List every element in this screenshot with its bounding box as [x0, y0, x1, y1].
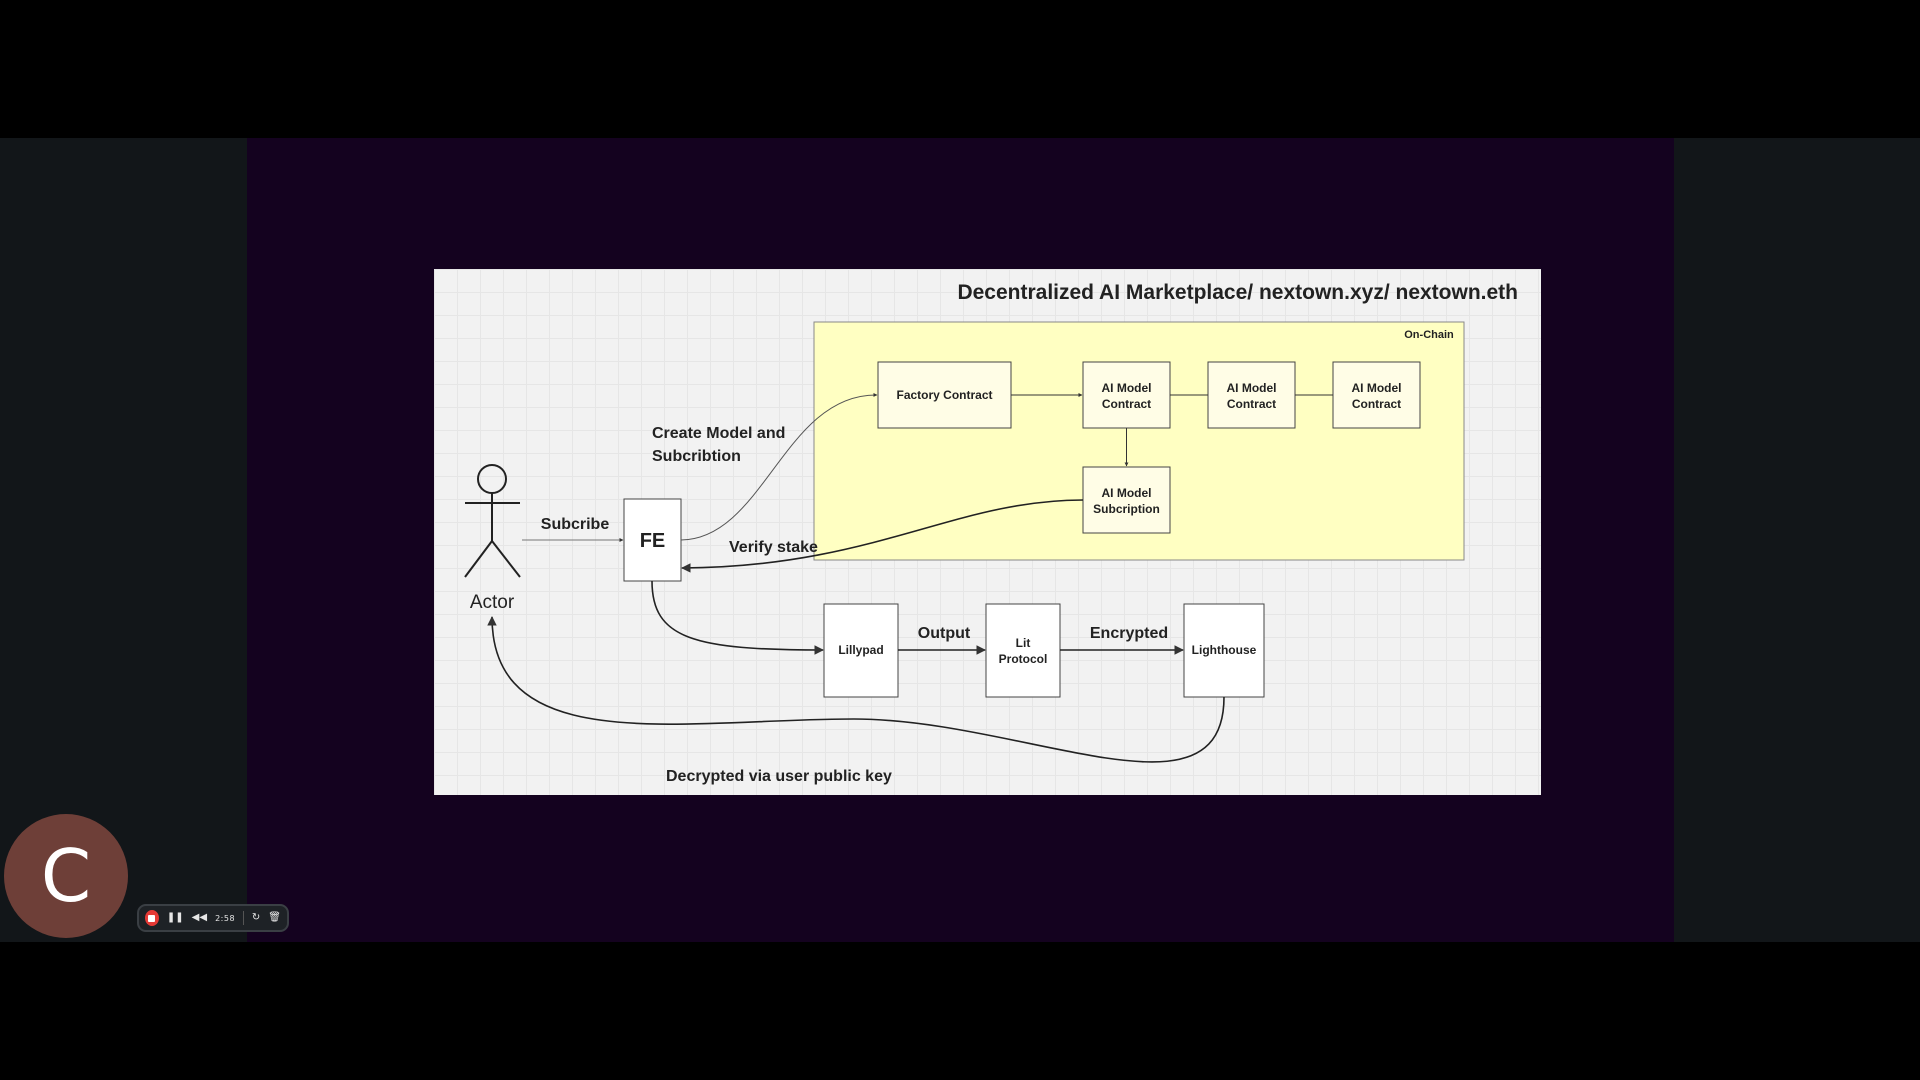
output-label: Output — [918, 625, 971, 642]
actor-label: Actor — [470, 592, 515, 613]
ai-model-contract-3-line1: AI Model — [1352, 381, 1402, 395]
ai-model-contract-3-line2: Contract — [1352, 397, 1401, 411]
subscribe-label: Subcribe — [541, 516, 610, 533]
lit-protocol-line2: Protocol — [999, 652, 1048, 666]
ai-model-contract-box-2[interactable] — [1207, 361, 1296, 429]
control-divider — [243, 911, 244, 925]
lit-protocol-line1: Lit — [1016, 636, 1031, 650]
create-model-arrow — [680, 392, 878, 541]
decrypted-label: Decrypted via user public key — [666, 768, 892, 785]
create-model-label-line2: Subcribtion — [652, 448, 741, 465]
lillypad-box[interactable] — [823, 603, 899, 698]
ai-model-contract-1-line2: Contract — [1102, 397, 1151, 411]
architecture-diagram: Decentralized AI Marketplace/ nextown.xy… — [464, 281, 1518, 785]
ai-model-subscription-line2: Subcription — [1093, 502, 1160, 516]
ai-model-subscription-box[interactable] — [1082, 466, 1171, 534]
decrypted-arrow — [487, 616, 1225, 763]
rewind-icon[interactable]: ◀◀ — [191, 912, 208, 923]
fe-to-lillypad-arrow — [651, 580, 824, 655]
encrypted-label: Encrypted — [1090, 625, 1168, 642]
fe-box[interactable] — [623, 498, 682, 582]
diagram-title: Decentralized AI Marketplace/ nextown.xy… — [957, 281, 1518, 304]
avatar-letter: C — [40, 834, 92, 918]
right-side-panel — [1674, 138, 1920, 942]
pause-icon[interactable]: ❚❚ — [166, 912, 184, 923]
stop-icon — [148, 914, 156, 922]
ai-model-subscription-line1: AI Model — [1102, 486, 1152, 500]
recording-timer: 2:58 — [215, 913, 236, 923]
lit-protocol-box[interactable] — [985, 603, 1061, 698]
ai-model-contract-2-line1: AI Model — [1227, 381, 1277, 395]
factory-contract-label: Factory Contract — [896, 388, 992, 402]
verify-stake-arrow — [681, 499, 1084, 573]
lillypad-label: Lillypad — [838, 643, 883, 657]
stop-recording-button[interactable] — [145, 910, 159, 926]
on-chain-label: On-Chain — [1404, 329, 1454, 341]
user-avatar[interactable]: C — [4, 814, 128, 938]
create-model-label-line1: Create Model and — [652, 425, 785, 442]
ai-model-contract-2-line2: Contract — [1227, 397, 1276, 411]
ai-model-contract-box-3[interactable] — [1332, 361, 1421, 429]
whiteboard-slide: Decentralized AI Marketplace/ nextown.xy… — [434, 269, 1541, 795]
trash-icon[interactable]: 🗑 — [268, 912, 281, 923]
ai-model-contract-1-line1: AI Model — [1102, 381, 1152, 395]
verify-stake-label: Verify stake — [729, 539, 818, 556]
fe-label: FE — [640, 530, 666, 552]
restart-icon[interactable]: ↻ — [251, 912, 261, 923]
ai-model-contract-box-1[interactable] — [1082, 361, 1171, 429]
recording-control-bar: ❚❚ ◀◀ 2:58 ↻ 🗑 — [137, 904, 289, 932]
lighthouse-label: Lighthouse — [1192, 643, 1257, 657]
actor-icon — [464, 464, 521, 578]
left-side-panel — [0, 138, 247, 942]
